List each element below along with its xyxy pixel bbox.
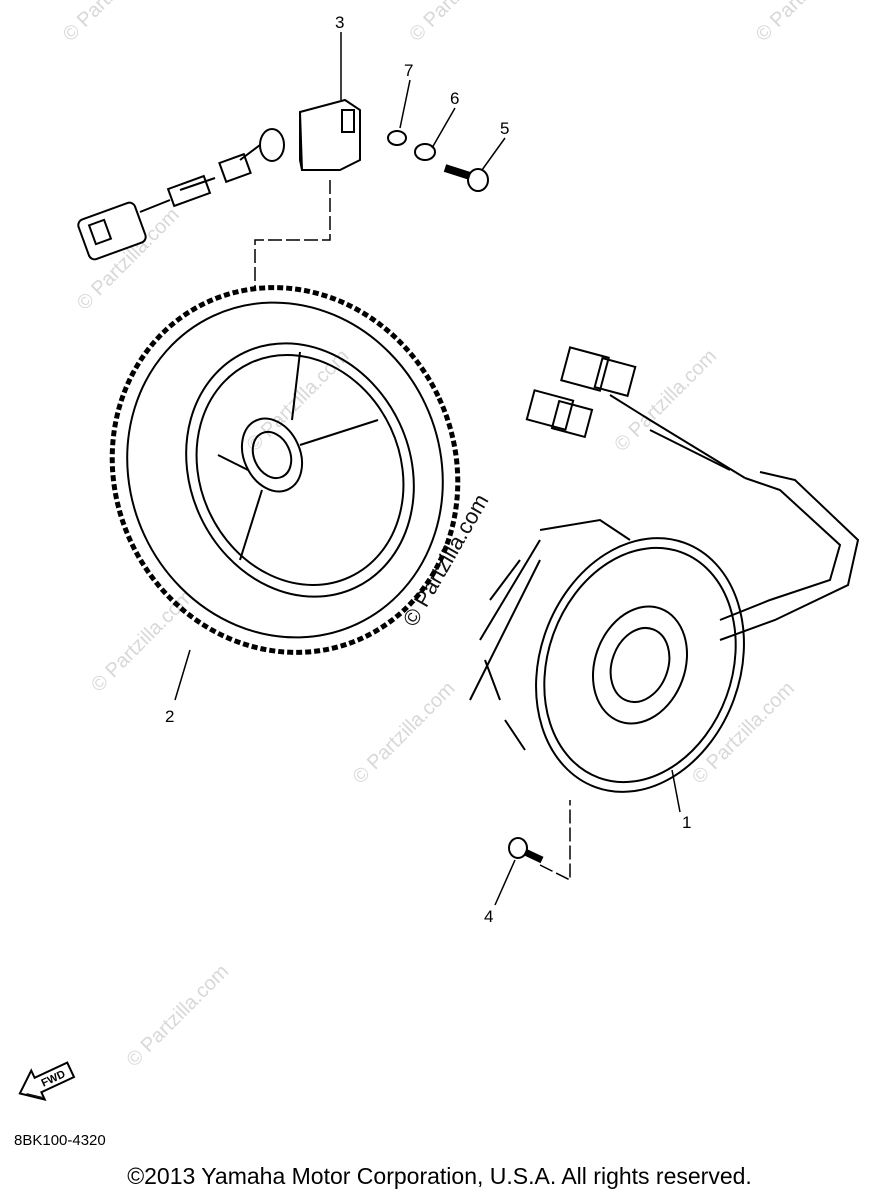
stator-part <box>469 346 860 793</box>
callout-7: 7 <box>404 61 413 80</box>
leader-4 <box>494 859 516 906</box>
callout-5: 5 <box>500 119 509 138</box>
watermark: © Partzilla.com <box>752 0 863 46</box>
watermark: © Partzilla.com <box>349 678 460 789</box>
callout-3: 3 <box>335 13 344 32</box>
callout-6: 6 <box>450 89 459 108</box>
leader-5 <box>481 137 506 171</box>
watermark: © Partzilla.com <box>688 678 799 789</box>
assembly-line-3 <box>254 180 331 290</box>
watermark: © Partzilla.com <box>610 345 721 456</box>
leader-2 <box>174 649 191 701</box>
pickup-coil-part <box>77 98 361 261</box>
watermark: © Partzilla.com <box>405 0 516 46</box>
part-code: 8BK100-4320 <box>14 1132 106 1149</box>
hardware-parts <box>387 130 489 192</box>
leader-6 <box>431 107 456 149</box>
callout-4: 4 <box>484 907 493 926</box>
callout-2: 2 <box>165 707 174 726</box>
screw-5 <box>443 164 472 180</box>
flywheel-part <box>109 285 461 655</box>
fwd-arrow-icon: FWD <box>18 1061 76 1101</box>
watermark: © Partzilla.com <box>122 960 233 1071</box>
leader-1 <box>671 769 681 813</box>
watermark: © Partzilla.com <box>73 204 184 315</box>
leader-lines <box>174 32 681 906</box>
watermark: © Partzilla.com <box>59 0 170 46</box>
callout-1: 1 <box>682 813 691 832</box>
copyright-notice: ©2013 Yamaha Motor Corporation, U.S.A. A… <box>127 1163 752 1189</box>
leader-7 <box>399 79 411 129</box>
lock-washer-6 <box>414 143 436 161</box>
washer-7 <box>387 130 407 146</box>
screw-4-part <box>508 837 544 864</box>
assembly-line-4 <box>539 800 571 882</box>
